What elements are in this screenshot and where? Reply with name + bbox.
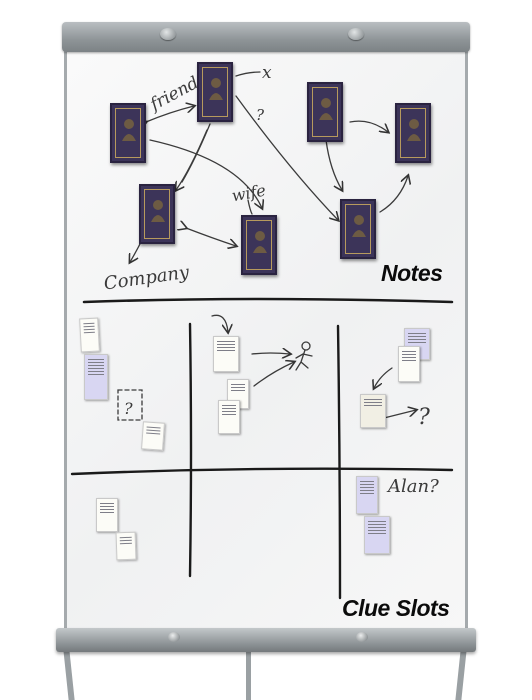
notes-divider	[82, 297, 454, 304]
arrow-to-note	[374, 367, 393, 388]
arrow-curve-top	[211, 314, 228, 332]
clue-note[interactable]	[141, 421, 165, 451]
notes-section-label: Notes	[381, 260, 443, 286]
clamp-knob-left	[160, 28, 176, 40]
dashed-question-box	[117, 389, 143, 421]
clue-note[interactable]	[213, 336, 239, 372]
arrow-to-stickman-2	[253, 362, 294, 387]
arrow-card3-card6	[186, 228, 236, 246]
stickman-sketch	[295, 341, 313, 371]
label-alan: Alan?	[386, 476, 439, 497]
grid-v-line-2	[336, 324, 342, 600]
character-card[interactable]	[139, 184, 175, 244]
arrow-card7-right	[379, 176, 408, 213]
clamp-knob-right	[348, 28, 364, 40]
clue-note[interactable]	[364, 516, 390, 554]
arrow-card1-card6	[149, 139, 262, 208]
arrow-card1-card2	[146, 106, 194, 122]
clue-note[interactable]	[84, 354, 108, 400]
label-question-2: ?	[124, 399, 133, 418]
grid-v-line-1	[188, 322, 193, 578]
stand-leg-center	[246, 650, 251, 700]
top-clamp-bar	[62, 22, 470, 52]
grid-h-line	[70, 467, 454, 476]
character-card[interactable]	[395, 103, 431, 163]
label-x: x	[262, 63, 272, 83]
clue-note[interactable]	[218, 400, 240, 434]
clue-slots-section-label: Clue Slots	[342, 595, 450, 621]
label-company: Company	[103, 262, 192, 295]
arrow-to-question	[383, 410, 416, 419]
marker-tray	[56, 628, 476, 652]
arrow-card4-card7	[325, 139, 342, 190]
clue-note[interactable]	[360, 394, 386, 428]
tray-knob-right	[356, 632, 368, 642]
arrow-card4-card5	[349, 120, 388, 132]
label-question-3: ?	[418, 405, 430, 430]
arrow-wife	[247, 199, 253, 215]
clue-note[interactable]	[398, 346, 420, 382]
arrow-card2-card3b	[176, 129, 208, 190]
character-card[interactable]	[241, 215, 277, 275]
character-card[interactable]	[307, 82, 343, 142]
clue-note[interactable]	[115, 531, 137, 561]
character-card[interactable]	[340, 199, 376, 259]
character-card[interactable]	[110, 103, 146, 163]
clue-note[interactable]	[356, 476, 378, 514]
arrow-to-stickman	[251, 353, 290, 354]
label-wife: wife	[230, 181, 267, 206]
x-arrow	[235, 71, 261, 77]
arrow-card2-card7	[235, 95, 338, 220]
character-card[interactable]	[197, 62, 233, 122]
clue-note[interactable]	[96, 498, 118, 532]
tray-knob-left	[168, 632, 180, 642]
clue-note[interactable]	[79, 317, 100, 353]
label-question-1: ?	[256, 106, 265, 124]
